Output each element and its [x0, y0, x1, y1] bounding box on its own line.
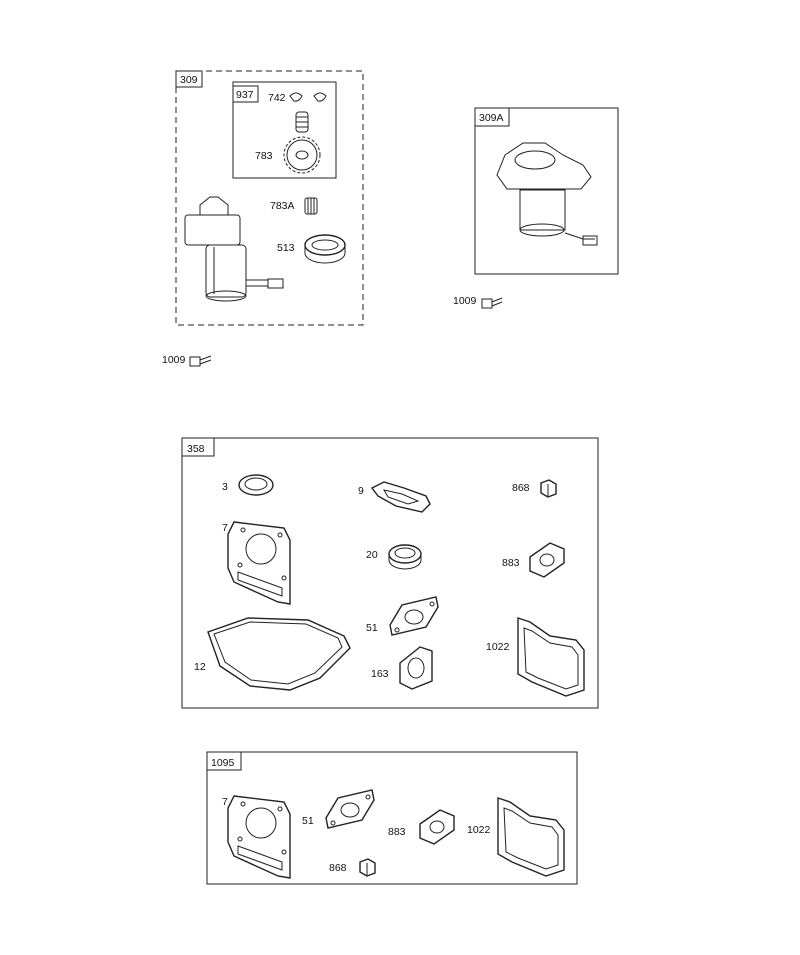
part-883-gasket-a[interactable]: [529, 542, 565, 578]
label-20: 20: [366, 549, 378, 561]
part-513-clutch[interactable]: [304, 234, 346, 264]
group-1095-label: 1095: [211, 757, 235, 769]
part-742-retaining-clips[interactable]: [289, 92, 327, 102]
label-12: 12: [194, 661, 206, 673]
group-309A-label: 309A: [479, 112, 504, 124]
label-783A: 783A: [270, 200, 295, 212]
label-513: 513: [277, 242, 295, 254]
group-1095: 1095 7 51 883 1022: [206, 751, 578, 885]
group-358-label: 358: [187, 443, 205, 455]
label-51-b: 51: [302, 815, 314, 827]
part-1022-valve-cover-gasket-b[interactable]: [497, 797, 565, 877]
group-309-frame: [175, 70, 364, 326]
label-868-a: 868: [512, 482, 530, 494]
part-1009-bolt-left[interactable]: [189, 355, 212, 367]
part-163-carburetor-gasket[interactable]: [399, 646, 433, 690]
part-1009-bolt-right[interactable]: [481, 297, 503, 309]
part-309-starter-motor[interactable]: [184, 196, 284, 302]
label-7-a: 7: [222, 522, 228, 534]
label-7-b: 7: [222, 796, 228, 808]
label-3: 3: [222, 481, 228, 493]
label-1009-left: 1009: [162, 354, 186, 366]
group-937-label: 937: [236, 89, 254, 101]
part-883-gasket-b[interactable]: [419, 809, 455, 845]
part-7-head-gasket-a[interactable]: [227, 521, 291, 605]
group-937-frame: [232, 81, 337, 179]
label-9: 9: [358, 485, 364, 497]
group-309-tag: [175, 70, 203, 88]
part-783-starter-gear[interactable]: [283, 136, 321, 174]
label-163: 163: [371, 668, 389, 680]
part-868-valve-cap-b[interactable]: [359, 858, 376, 877]
group-1095-frame: [206, 751, 578, 885]
part-20-oil-seal[interactable]: [388, 544, 422, 570]
part-7-head-gasket-b[interactable]: [227, 795, 291, 879]
label-51-a: 51: [366, 622, 378, 634]
group-358-tag: [181, 437, 215, 457]
label-1022-a: 1022: [486, 641, 510, 653]
group-309-label: 309: [180, 74, 198, 86]
group-358: 358 3 9 868 7 20: [181, 437, 599, 709]
part-783A-pinion[interactable]: [304, 197, 318, 215]
part-drive-spring[interactable]: [295, 111, 309, 133]
group-309A: 309A: [474, 107, 619, 275]
label-783: 783: [255, 150, 273, 162]
group-309A-frame: [474, 107, 619, 275]
group-309A-tag: [474, 107, 510, 127]
part-9-gasket[interactable]: [370, 481, 431, 513]
part-51-intake-gasket-b[interactable]: [325, 789, 375, 829]
label-883-a: 883: [502, 557, 520, 569]
label-1009-right: 1009: [453, 295, 477, 307]
group-309: 309 937 742 783 783A: [175, 70, 364, 326]
part-12-crankcase-gasket[interactable]: [207, 617, 351, 691]
label-868-b: 868: [329, 862, 347, 874]
part-3-valve-seal[interactable]: [238, 474, 274, 496]
group-1095-tag: [206, 751, 242, 771]
part-1022-valve-cover-gasket-a[interactable]: [517, 617, 585, 697]
label-883-b: 883: [388, 826, 406, 838]
part-868-valve-cap-a[interactable]: [540, 479, 557, 498]
part-309A-starter-motor[interactable]: [496, 142, 598, 246]
part-51-intake-gasket-a[interactable]: [389, 596, 439, 636]
group-358-frame: [181, 437, 599, 709]
label-1022-b: 1022: [467, 824, 491, 836]
label-742: 742: [268, 92, 286, 104]
group-937-tag: [232, 85, 259, 103]
